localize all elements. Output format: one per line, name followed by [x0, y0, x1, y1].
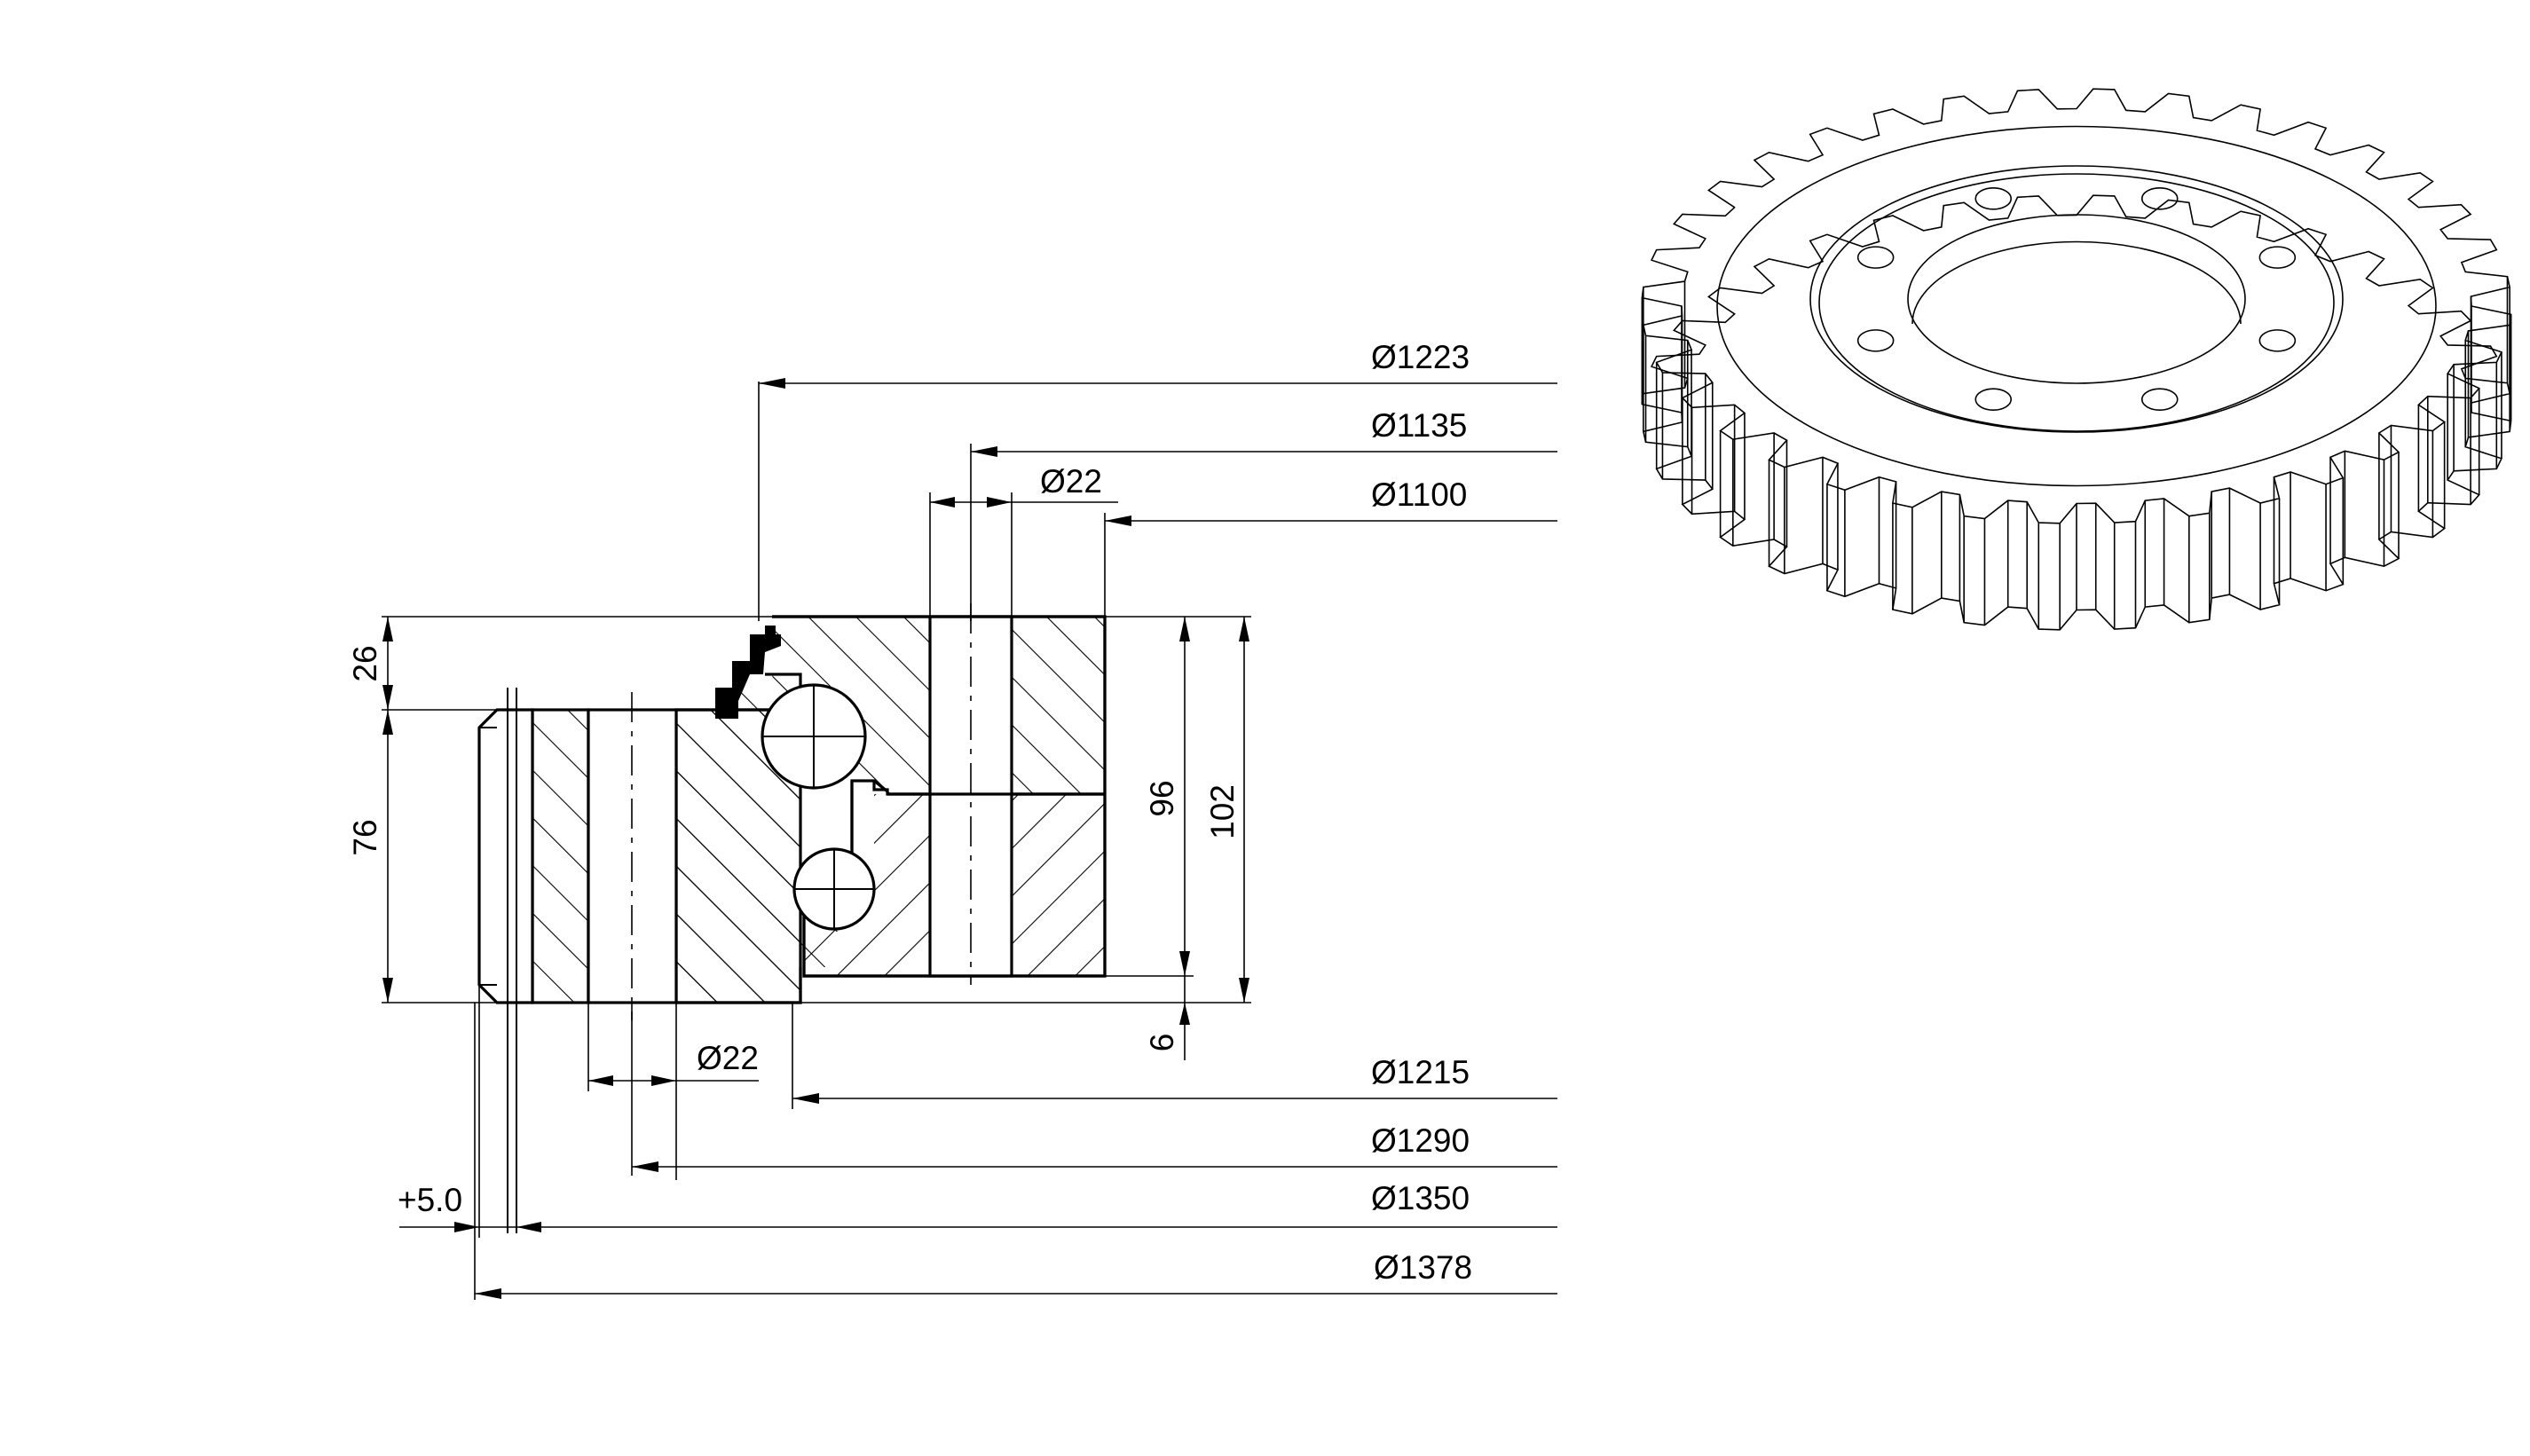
seal	[715, 626, 781, 719]
cross-section	[382, 603, 1251, 1233]
bolt-hole-icon	[1856, 329, 1895, 352]
bolt-hole-icon	[1974, 187, 2013, 210]
bolt-hole-icon	[2258, 246, 2297, 269]
gear-bottom-profile	[1641, 194, 2512, 631]
gear-top-profile	[1641, 88, 2512, 524]
bolt-hole-icon	[2258, 329, 2297, 352]
dim-d1223: Ø1223	[1371, 339, 1470, 375]
dim-d1100: Ø1100	[1371, 476, 1467, 513]
dim-h6: 6	[1144, 1034, 1180, 1052]
inner-bore-depth	[1911, 240, 2242, 325]
dim-h102: 102	[1204, 784, 1241, 839]
dim-d1378: Ø1378	[1374, 1249, 1472, 1286]
dim-h96: 96	[1144, 780, 1180, 816]
bolt-hole-icon	[1974, 388, 2013, 411]
dimensions-upper: Ø1223 Ø1135 Ø22 Ø1100	[758, 339, 1557, 621]
dimensions-vertical: 26 76 96 102 6	[347, 617, 1249, 1060]
dim-tolerance: +5.0	[398, 1182, 462, 1218]
dim-d1135: Ø1135	[1371, 407, 1467, 444]
inner-ring-step	[1818, 173, 2335, 432]
dim-h76: 76	[347, 819, 383, 855]
dim-d1350: Ø1350	[1371, 1180, 1470, 1216]
dim-d22-bottom: Ø22	[697, 1040, 759, 1076]
gear-ring-illustration	[1641, 88, 2512, 631]
dim-d22-top: Ø22	[1040, 463, 1102, 500]
bolt-hole-icon	[1856, 246, 1895, 269]
inner-ring-outer-edge	[1809, 165, 2344, 433]
dim-h26: 26	[347, 645, 383, 681]
dim-d1215: Ø1215	[1371, 1054, 1470, 1090]
bolt-hole-icon	[2140, 388, 2179, 411]
bolt-hole-icon	[2140, 187, 2179, 210]
inner-bore-edge	[1907, 214, 2246, 384]
dimensions-lower: Ø22 Ø1215 Ø1290 +5.0 Ø1350 Ø1378	[398, 985, 1557, 1300]
dim-d1290: Ø1290	[1371, 1122, 1470, 1159]
gear-face-ring	[1716, 125, 2437, 487]
